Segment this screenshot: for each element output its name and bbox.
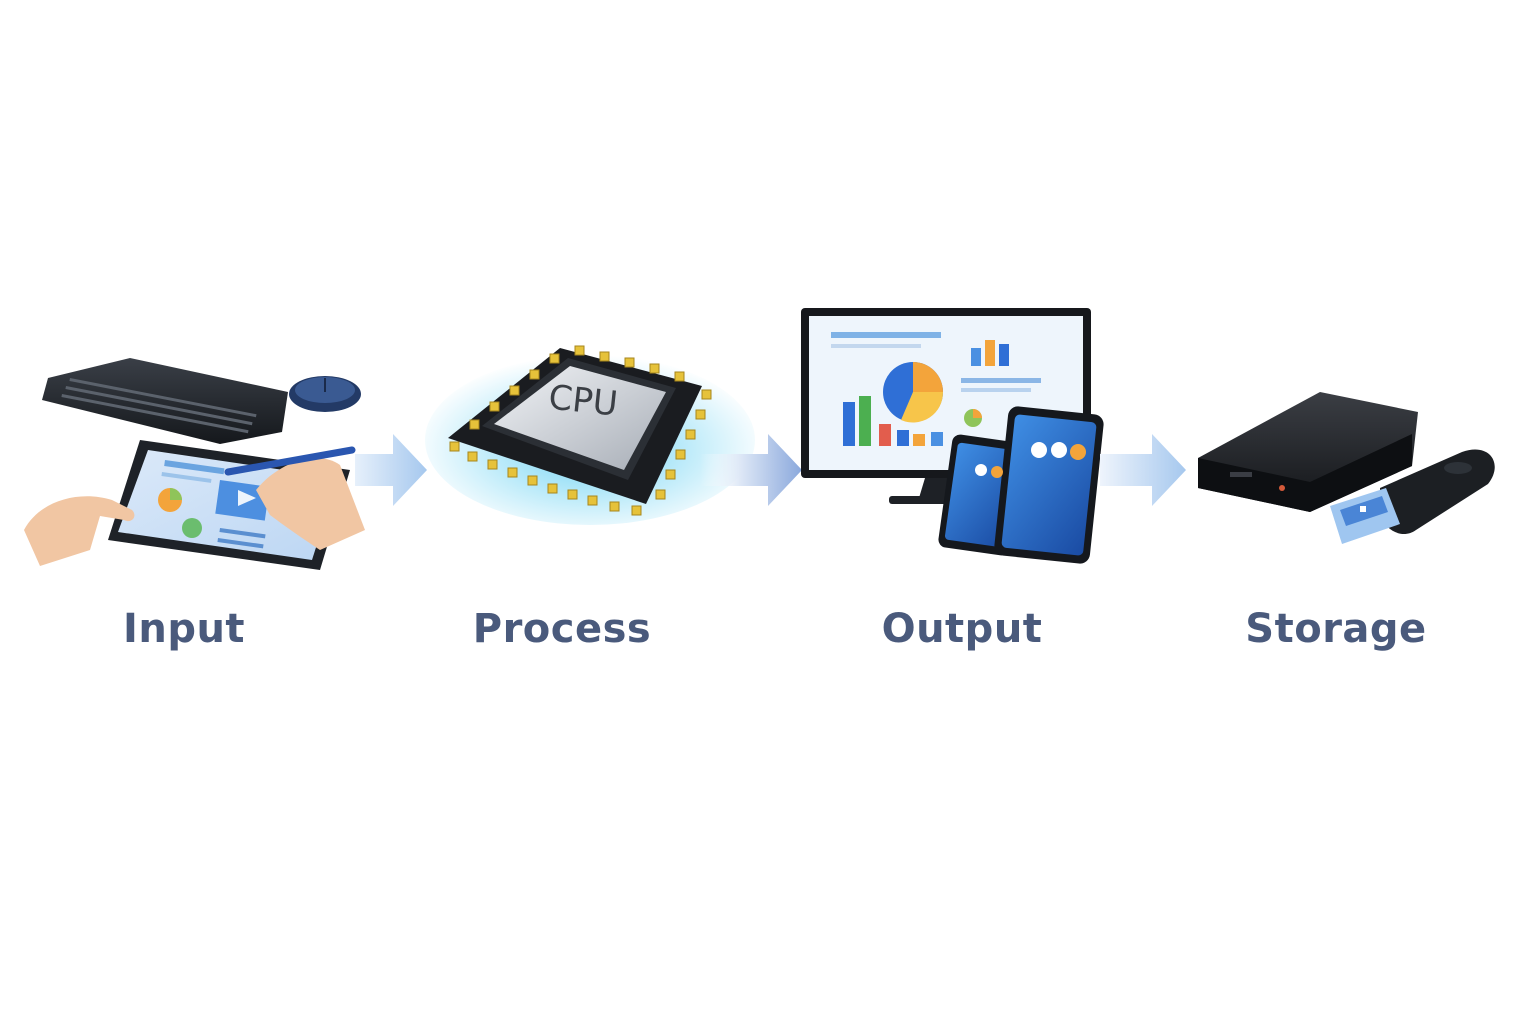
step-label-storage: Storage — [1245, 606, 1427, 652]
step-label-output: Output — [881, 606, 1043, 652]
smartphones-icon — [938, 406, 1104, 564]
flow-arrow-3 — [1100, 434, 1186, 506]
cpu-chip-text: CPU — [547, 378, 620, 425]
input-devices-icon — [24, 358, 365, 570]
keyboard-icon — [42, 358, 288, 444]
step-label-input: Input — [122, 606, 246, 652]
usb-drive-icon — [1330, 449, 1495, 544]
hands-icon — [24, 446, 365, 566]
output-devices-icon — [801, 308, 1104, 564]
storage-devices-icon — [1198, 392, 1495, 544]
flow-arrow-2 — [700, 434, 802, 506]
mouse-icon — [289, 376, 361, 412]
cpu-chip-icon: CPU — [425, 345, 755, 525]
hard-drive-icon — [1198, 392, 1418, 512]
flow-arrow-1 — [355, 434, 427, 506]
step-label-process: Process — [472, 606, 652, 652]
